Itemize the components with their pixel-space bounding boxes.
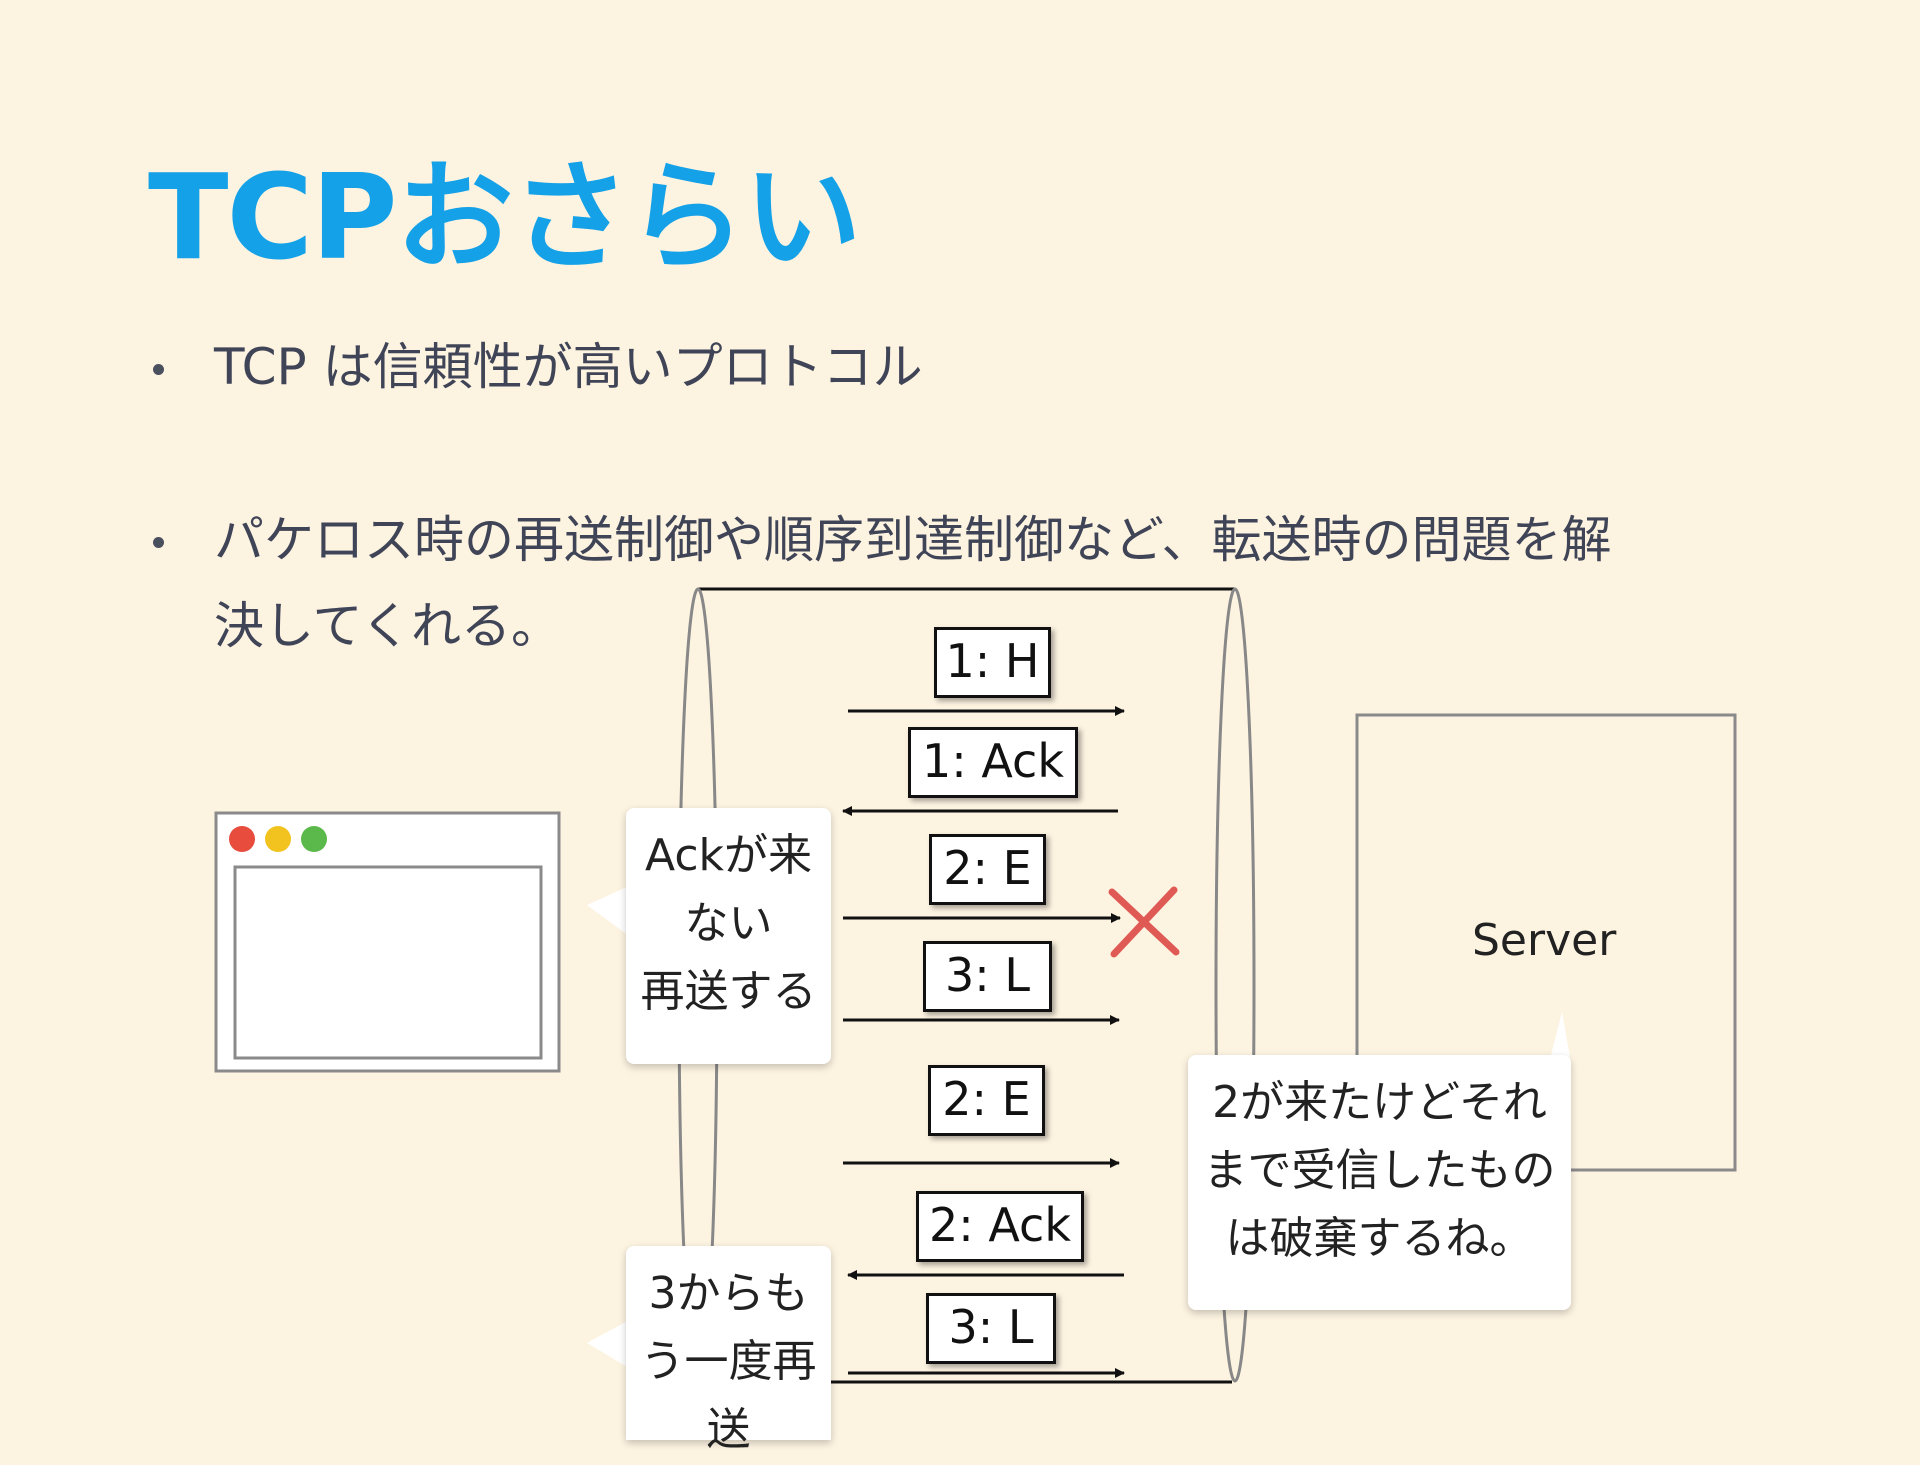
callout-line: まで受信したもの — [1203, 1145, 1556, 1197]
callout-line: 再送する — [640, 966, 817, 1018]
message-box: 1: Ack — [908, 727, 1078, 798]
server-label: Server — [1472, 915, 1617, 966]
bullet-2-line-1: パケロス時の再送制御や順序到達制御など、転送時の問題を解 — [214, 511, 1612, 569]
message-box: 2: Ack — [916, 1191, 1084, 1262]
callout-line: 2が来たけどそれ — [1212, 1077, 1547, 1128]
message-box: 2: E — [929, 834, 1046, 905]
close-dot-icon — [229, 826, 255, 852]
maximize-dot-icon — [301, 826, 327, 852]
callout-tail — [587, 886, 629, 936]
callout-line: Ackが来 — [645, 830, 812, 881]
browser-window-icon — [214, 811, 561, 1073]
callout-line: 送 — [706, 1404, 751, 1456]
message-box: 3: L — [923, 941, 1052, 1012]
message-box: 2: E — [928, 1065, 1045, 1136]
callout-resend-from-3: 3からも う一度再 送 — [626, 1246, 831, 1455]
message-box: 3: L — [926, 1293, 1056, 1364]
bullet-dot — [153, 364, 164, 375]
callout-line: は破棄するね。 — [1225, 1213, 1534, 1265]
callout-tail — [587, 1320, 629, 1368]
callout-ack-missing: Ackが来 ない 再送する — [626, 808, 831, 1064]
callout-tail — [1549, 1012, 1571, 1063]
bullet-1-text: TCP は信頼性が高いプロトコル — [214, 338, 923, 396]
callout-server-note: 2が来たけどそれ まで受信したもの は破棄するね。 — [1188, 1055, 1571, 1310]
message-box: 1: H — [934, 627, 1051, 698]
slide-title: TCPおさらい — [148, 148, 862, 286]
x-mark-icon — [1108, 886, 1180, 958]
callout-line: 3からも — [648, 1268, 809, 1319]
callout-line: う一度再 — [640, 1336, 817, 1388]
minimize-dot-icon — [265, 826, 291, 852]
bullet-dot — [153, 537, 164, 548]
callout-line: ない — [684, 898, 773, 950]
bullet-2-line-2: 決してくれる。 — [214, 597, 561, 655]
